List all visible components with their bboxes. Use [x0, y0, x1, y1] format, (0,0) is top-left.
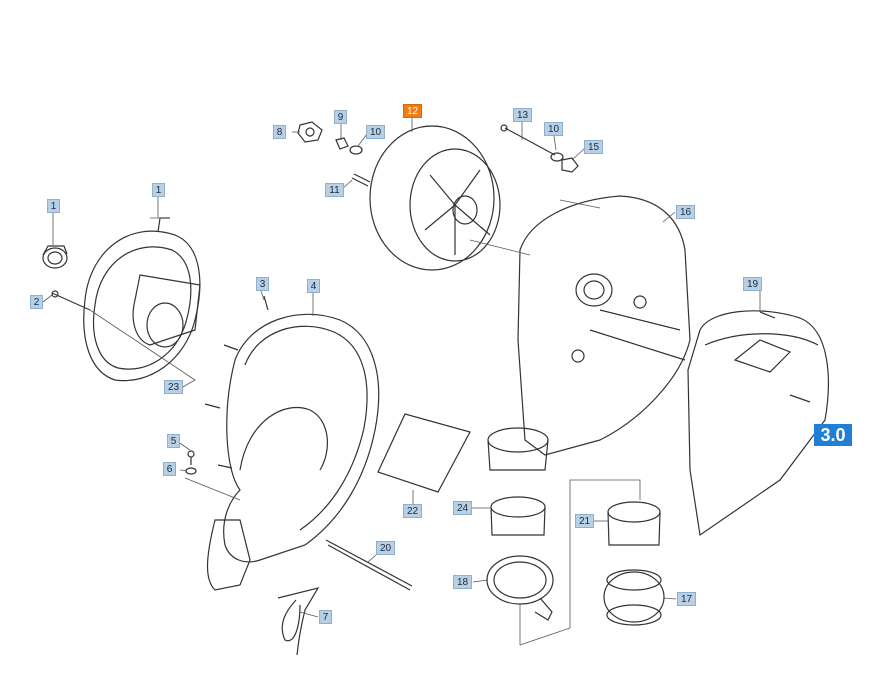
- part-6-washer: [185, 467, 197, 475]
- callout-part-16[interactable]: 16: [676, 205, 695, 219]
- part-10-washer: [349, 145, 564, 162]
- callout-part-21[interactable]: 21: [575, 514, 594, 528]
- callout-part-22[interactable]: 22: [403, 504, 422, 518]
- callout-part-11[interactable]: 11: [325, 183, 344, 197]
- callout-part-19[interactable]: 19: [743, 277, 762, 291]
- part-8-coupling: [297, 121, 323, 143]
- part-19-rear-cover: [687, 310, 829, 537]
- part-1-front-cover: [83, 217, 201, 382]
- part-12-impeller-wheel: [369, 125, 501, 271]
- part-9-nut: [335, 137, 349, 150]
- callout-part-15[interactable]: 15: [584, 140, 603, 154]
- part-24-ring: [490, 496, 546, 536]
- part-3-screw: [204, 295, 269, 469]
- callout-part-1-cover[interactable]: 1: [152, 183, 165, 197]
- callout-part-24[interactable]: 24: [453, 501, 472, 515]
- part-2-screw: [51, 290, 91, 311]
- callout-part-10-left[interactable]: 10: [366, 125, 385, 139]
- callout-part-8[interactable]: 8: [273, 125, 286, 139]
- part-22-filter-pad: [377, 413, 471, 493]
- callout-part-9[interactable]: 9: [334, 110, 347, 124]
- part-5-screw: [187, 450, 195, 465]
- callout-part-3[interactable]: 3: [256, 277, 269, 291]
- part-11-pin: [351, 173, 371, 187]
- leader-lines: [42, 118, 761, 646]
- callout-part-23[interactable]: 23: [164, 380, 183, 394]
- callout-part-20[interactable]: 20: [376, 541, 395, 555]
- section-badge[interactable]: 3.0: [814, 424, 852, 446]
- callout-part-18[interactable]: 18: [453, 575, 472, 589]
- part-21-ring: [607, 501, 661, 546]
- part-4-volute-housing: [206, 313, 380, 591]
- part-15-nut: [561, 157, 579, 173]
- part-16-motor-housing: [517, 195, 691, 456]
- part-7-guide-flap: [277, 587, 320, 656]
- part-13-bolt: [500, 124, 556, 156]
- callout-part-1-seal[interactable]: 1: [47, 199, 60, 213]
- callout-part-5[interactable]: 5: [167, 434, 180, 448]
- callout-part-13[interactable]: 13: [513, 108, 532, 122]
- callout-part-4[interactable]: 4: [307, 279, 320, 293]
- callout-part-17[interactable]: 17: [677, 592, 696, 606]
- callout-part-6[interactable]: 6: [163, 462, 176, 476]
- callout-part-12-active[interactable]: 12: [403, 104, 422, 118]
- part-upper-ring: [487, 427, 549, 471]
- callout-part-2[interactable]: 2: [30, 295, 43, 309]
- part-20-shaft: [325, 539, 413, 591]
- part-17-ring: [603, 569, 665, 626]
- callout-part-10-right[interactable]: 10: [544, 122, 563, 136]
- callout-part-7[interactable]: 7: [319, 610, 332, 624]
- part-1-seal-ring: [42, 245, 68, 269]
